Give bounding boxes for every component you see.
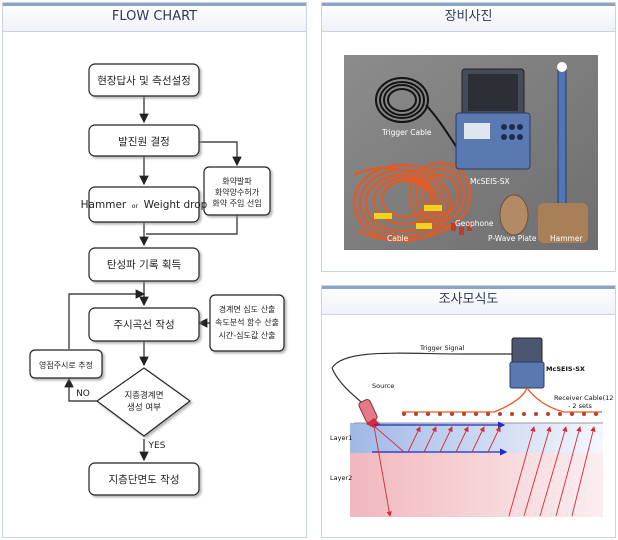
node-calc-line3: 시간-심도값 산출 (219, 330, 276, 340)
no-label: NO (76, 389, 90, 399)
flowchart-panel: FLOW CHART (2, 2, 307, 538)
node-traveltime (88, 307, 200, 342)
node-calc-line1: 경계면 심도 산출 (219, 304, 276, 314)
node-hammer-label-or: or (132, 202, 139, 210)
node-hammer-label-b: Weight drop (144, 199, 208, 211)
label-receiver-1: Receiver Cable(12Ch) (554, 394, 614, 402)
node-decision (95, 367, 192, 437)
node-delay-label: 영점주시로 추정 (39, 360, 93, 370)
node-explosive (203, 166, 271, 216)
node-hammer-label-a: Hammer (81, 199, 127, 211)
equipment-photo: Trigger Cable McSEIS-SX Geophone Cable P… (344, 55, 598, 250)
label-cable: Cable (387, 234, 409, 243)
equipment-title: 장비사진 (322, 3, 615, 32)
label-trigger-signal: Trigger Signal (419, 344, 465, 352)
node-decision-line2: 생성 여부 (127, 402, 161, 413)
equipment-panel: 장비사진 (321, 2, 616, 272)
layer1-band (350, 423, 603, 453)
node-decision-line1: 지층경계면 (124, 390, 163, 401)
schematic-panel: 조사모식도 (321, 285, 616, 538)
node-hammer-label: Hammer or Weight drop (81, 199, 208, 211)
node-record-label: 탄성파 기록 획득 (107, 259, 182, 271)
node-calc-line2: 속도분석 함수 산출 (215, 317, 279, 327)
label-geophone: Geophone (455, 219, 494, 228)
node-explosive-line2: 화약양수허가 (215, 187, 260, 197)
label-receiver-2: - 2 sets (568, 402, 593, 410)
arrow-decision-no (64, 377, 97, 402)
arrow-explosive-record (146, 214, 238, 235)
node-hammer (88, 186, 200, 223)
flowchart-diagram: 현장답사 및 측선설정 발진원 결정 Hammer or Weight drop… (29, 63, 285, 496)
node-traveltime-label: 주시곡선 작성 (113, 319, 174, 331)
layer2-band (350, 453, 603, 517)
node-calc (209, 294, 285, 352)
node-section (88, 462, 200, 496)
schematic-diagram: Trigger Signal McSEIS-SX Source Receiver… (330, 337, 614, 517)
label-source: Source (372, 382, 394, 390)
flowchart-title: FLOW CHART (3, 3, 306, 32)
node-delay (29, 349, 103, 379)
node-section-label: 지층단면도 작성 (109, 474, 180, 486)
node-record (88, 247, 200, 282)
label-trigger-cable: Trigger Cable (381, 128, 432, 137)
schematic-title: 조사모식도 (322, 286, 615, 315)
yes-label: YES (148, 441, 166, 451)
label-schematic-mcseis: McSEIS-SX (546, 365, 585, 373)
arrow-source-explosive (198, 141, 242, 167)
node-explosive-line3: 화약 주임 선임 (212, 198, 261, 208)
label-hammer: Hammer (550, 234, 583, 243)
arrow-delay-loop (68, 289, 146, 349)
label-layer1: Layer1 (330, 434, 352, 442)
label-pwave-plate: P-Wave Plate (488, 234, 537, 243)
node-explosive-line1: 화약발파 (222, 176, 252, 186)
label-mcseis: McSEIS-SX (470, 177, 510, 186)
node-survey (88, 63, 200, 97)
node-source (88, 124, 200, 157)
node-source-label: 발진원 결정 (118, 136, 170, 148)
label-layer2: Layer2 (330, 474, 352, 482)
node-survey-label: 현장답사 및 측선설정 (97, 75, 191, 87)
